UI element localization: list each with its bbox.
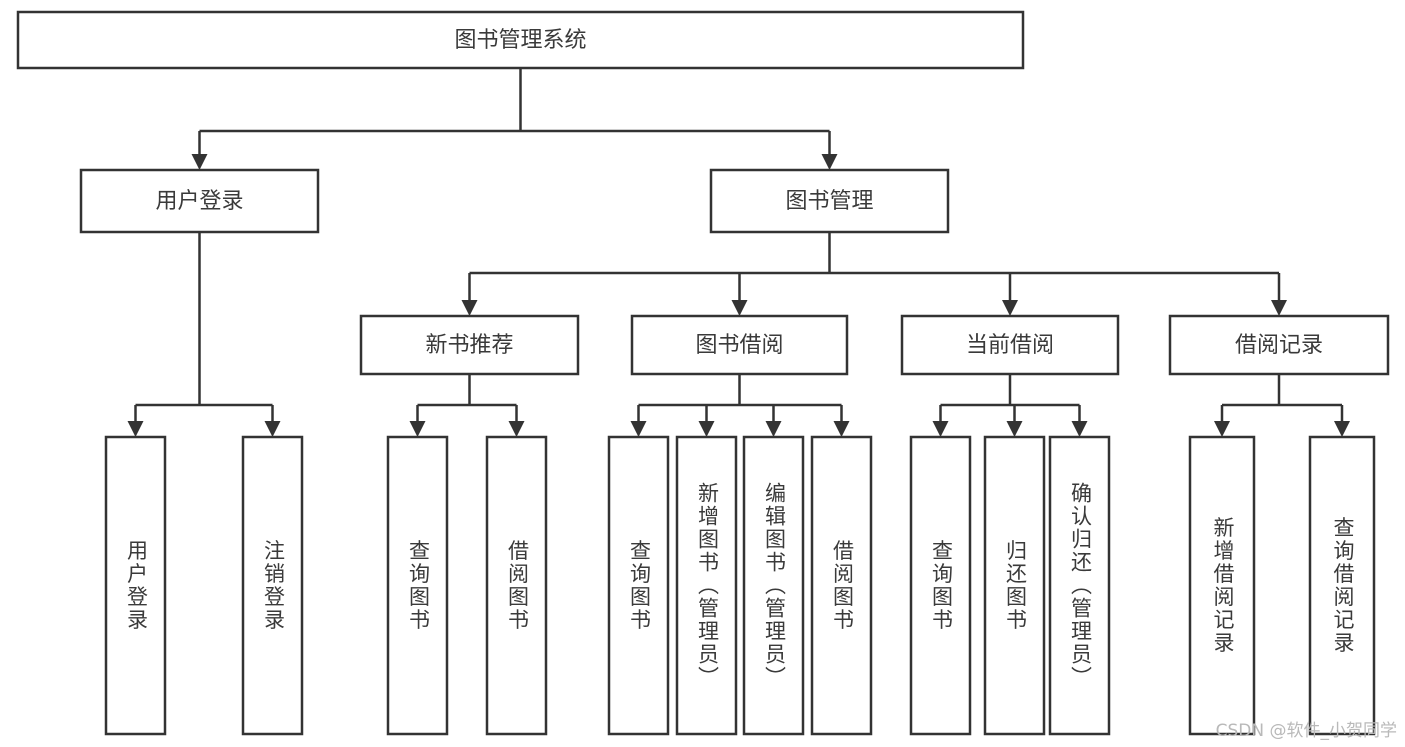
edge-to-current-borrow-arrowhead [1002,300,1018,316]
node-box-book-borrow [630,314,849,376]
node-label-leaf-borrow-book-recommend: 借阅图书 [506,540,530,632]
node-label-borrow-records: 借阅记录 [1235,333,1323,358]
node-label-leaf-add-borrow-record: 新增借阅记录 [1211,517,1235,655]
node-box-leaf-user-login [104,435,167,736]
edge-to-user-login-arrowhead [191,154,208,170]
node-box-leaf-query-book-borrow [607,435,670,736]
edge-to-leaf-query-book-borrow-arrowhead [630,421,647,437]
node-leaf-query-book-current[interactable]: 查询图书 [909,435,972,736]
node-label-leaf-borrow-book: 借阅图书 [831,540,855,632]
node-label-new-book-recommend: 新书推荐 [425,333,513,358]
node-label-current-borrow: 当前借阅 [966,333,1054,358]
node-box-new-book-recommend [359,314,580,376]
node-label-leaf-edit-book: 编辑图书（管理员） [763,482,787,689]
node-leaf-query-borrow-record[interactable]: 查询借阅记录 [1308,435,1376,736]
node-leaf-edit-book[interactable]: 编辑图书（管理员） [742,435,805,736]
edge-to-new-book-recommend-arrowhead [461,300,478,316]
edge-to-leaf-add-book-arrowhead [698,421,715,437]
node-label-leaf-logout-login: 注销登录 [262,540,286,632]
node-label-leaf-confirm-return: 确认归还（管理员） [1069,482,1093,689]
edge-to-leaf-add-borrow-record-arrowhead [1214,421,1230,437]
node-box-book-management [709,168,950,234]
node-box-leaf-add-book [675,435,738,736]
node-leaf-logout-login[interactable]: 注销登录 [241,435,304,736]
node-box-current-borrow [900,314,1120,376]
node-box-leaf-query-book-recommend [386,435,449,736]
node-leaf-return-book[interactable]: 归还图书 [983,435,1046,736]
node-box-borrow-records [1168,314,1390,376]
edge-to-borrow-records-arrowhead [1271,300,1287,316]
edge-to-leaf-query-book-current-arrowhead [932,421,949,437]
edge-to-leaf-return-book-arrowhead [1006,421,1023,437]
node-leaf-add-book[interactable]: 新增图书（管理员） [675,435,738,736]
edge-to-leaf-user-login-arrowhead [127,421,144,437]
node-box-leaf-borrow-book [810,435,873,736]
node-box-leaf-borrow-book-recommend [485,435,548,736]
node-leaf-borrow-book[interactable]: 借阅图书 [810,435,873,736]
node-box-leaf-logout-login [241,435,304,736]
node-label-user-login: 用户登录 [155,189,243,214]
node-borrow-records[interactable]: 借阅记录 [1168,314,1390,376]
node-leaf-query-book-recommend[interactable]: 查询图书 [386,435,449,736]
node-box-leaf-return-book [983,435,1046,736]
edge-to-book-borrow-arrowhead [731,300,748,316]
node-root[interactable]: 图书管理系统 [16,10,1025,70]
node-leaf-query-book-borrow[interactable]: 查询图书 [607,435,670,736]
node-box-user-login [79,168,320,234]
edge-to-leaf-edit-book-arrowhead [765,421,782,437]
node-box-leaf-edit-book [742,435,805,736]
node-label-leaf-query-borrow-record: 查询借阅记录 [1331,517,1355,655]
node-book-management[interactable]: 图书管理 [709,168,950,234]
node-leaf-user-login[interactable]: 用户登录 [104,435,167,736]
node-leaf-confirm-return[interactable]: 确认归还（管理员） [1048,435,1111,736]
edge-to-leaf-confirm-return-arrowhead [1071,421,1088,437]
node-label-leaf-query-book-recommend: 查询图书 [407,540,431,632]
edge-to-leaf-query-book-recommend-arrowhead [409,421,426,437]
node-box-root [16,10,1025,70]
node-label-root: 图书管理系统 [454,28,586,53]
node-box-leaf-query-borrow-record [1308,435,1376,736]
node-new-book-recommend[interactable]: 新书推荐 [359,314,580,376]
node-label-leaf-query-book-current: 查询图书 [930,540,954,632]
node-label-leaf-query-book-borrow: 查询图书 [628,540,652,632]
node-book-borrow[interactable]: 图书借阅 [630,314,849,376]
node-label-leaf-return-book: 归还图书 [1004,540,1028,632]
node-label-book-borrow: 图书借阅 [695,333,783,358]
node-box-leaf-confirm-return [1048,435,1111,736]
node-leaf-borrow-book-recommend[interactable]: 借阅图书 [485,435,548,736]
node-current-borrow[interactable]: 当前借阅 [900,314,1120,376]
node-user-login[interactable]: 用户登录 [79,168,320,234]
node-box-leaf-add-borrow-record [1188,435,1256,736]
node-label-leaf-add-book: 新增图书（管理员） [696,482,720,689]
node-label-leaf-user-login: 用户登录 [125,540,149,632]
edge-to-book-management-arrowhead [821,154,838,170]
edge-to-leaf-borrow-book-recommend-arrowhead [508,421,525,437]
node-label-book-management: 图书管理 [785,189,873,214]
edge-to-leaf-borrow-book-arrowhead [833,421,850,437]
node-leaf-add-borrow-record[interactable]: 新增借阅记录 [1188,435,1256,736]
edge-to-leaf-logout-login-arrowhead [264,421,281,437]
node-box-leaf-query-book-current [909,435,972,736]
edge-to-leaf-query-borrow-record-arrowhead [1334,421,1350,437]
